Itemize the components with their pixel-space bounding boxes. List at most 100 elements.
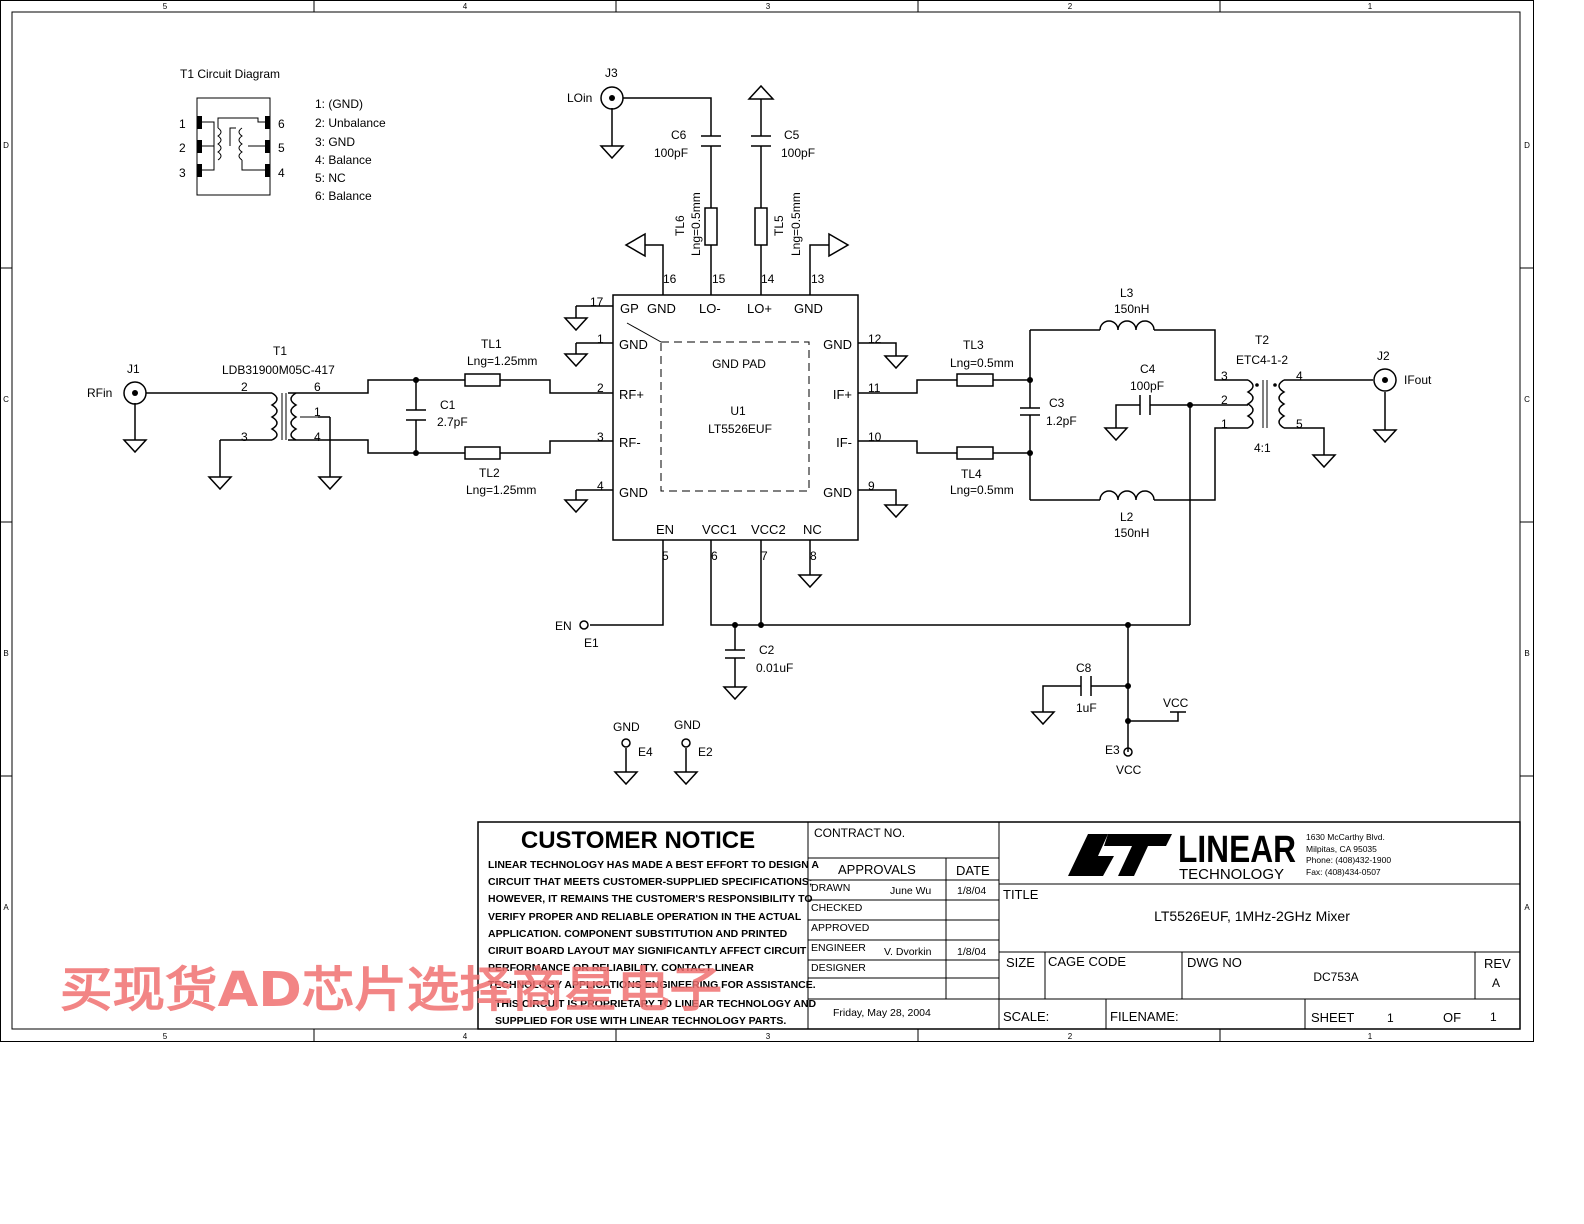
c6-value: 100pF (654, 146, 688, 160)
e3-label: VCC (1116, 763, 1142, 777)
approval-role: DRAWN (811, 882, 850, 894)
u1-pin-name: GND (647, 301, 676, 316)
l3-ref: L3 (1120, 286, 1134, 300)
approval-date: 1/8/04 (957, 946, 986, 958)
tl1-value: Lng=1.25mm (467, 354, 537, 368)
u1-gnd-pad: GND PAD (712, 357, 766, 371)
tl4-value: Lng=0.5mm (950, 483, 1014, 497)
u1-pin-number: 13 (811, 272, 825, 286)
dwg-no-label: DWG NO (1187, 955, 1242, 970)
ground-icon (317, 476, 343, 491)
t1-pin: 1 (314, 405, 321, 419)
u1-pin-number: 15 (712, 272, 726, 286)
border-col-label: 1 (1368, 2, 1373, 11)
of-label: OF (1443, 1010, 1461, 1025)
t2-pin: 3 (1221, 369, 1228, 383)
tl2-ref: TL2 (479, 466, 500, 480)
address-line: Phone: (408)432-1900 (1306, 855, 1391, 865)
filename-label: FILENAME: (1110, 1009, 1179, 1024)
u1-pin-name: NC (803, 522, 822, 537)
connector-j3: J3 LOin (567, 66, 624, 110)
ground-icon (883, 355, 909, 370)
tl5-body (754, 207, 768, 246)
j2-label: IFout (1404, 373, 1432, 387)
tl2-value: Lng=1.25mm (466, 483, 536, 497)
c1-body (406, 409, 426, 421)
c3-body (1020, 407, 1040, 416)
approval-name: June Wu (890, 885, 931, 897)
t2-ratio: 4:1 (1254, 441, 1271, 455)
c3-ref: C3 (1049, 396, 1065, 410)
approval-role: APPROVED (811, 922, 870, 934)
approvals-label: APPROVALS (838, 862, 916, 877)
t2-part: ETC4-1-2 (1236, 353, 1288, 367)
t1-pin: 3 (241, 430, 248, 444)
cage-code-label: CAGE CODE (1048, 954, 1126, 969)
t2-pin: 5 (1296, 417, 1303, 431)
customer-notice-title: CUSTOMER NOTICE (521, 827, 755, 854)
ground-icon (722, 686, 748, 701)
u1-pin-number: 6 (711, 549, 718, 563)
port-arrow-icon (747, 84, 775, 100)
u1-pin-name: EN (656, 522, 674, 537)
linear-technology-logo: LINEAR TECHNOLOGY 1630 McCarthy Blvd. Mi… (1068, 829, 1391, 883)
ground-icon (883, 504, 909, 519)
u1-pin-number: 5 (662, 549, 669, 563)
ground-icon (599, 145, 625, 160)
ground-icon (207, 476, 233, 491)
terminals: EN E1 GND E4 GND E2 E3 VCC VCC (555, 619, 1189, 777)
approval-role: DESIGNER (811, 962, 866, 974)
tl4-body (956, 446, 994, 460)
l3-body (1099, 320, 1155, 331)
t1-legend-line: 5: NC (315, 171, 346, 185)
tl3-value: Lng=0.5mm (950, 356, 1014, 370)
u1-pin-number: 12 (868, 332, 882, 346)
port-arrow-icon (828, 232, 850, 258)
ground-icon (797, 574, 823, 589)
notice-line: CIRUIT BOARD LAYOUT MAY SIGNIFICANTLY AF… (488, 945, 807, 957)
notice-line: HOWEVER, IT REMAINS THE CUSTOMER'S RESPO… (488, 893, 813, 905)
ground-icon (563, 499, 589, 514)
ground-icon (1311, 454, 1337, 469)
border-col-label: 5 (163, 1032, 168, 1041)
u1-pin-number: 2 (597, 381, 604, 395)
e2-ref: E2 (698, 745, 713, 759)
u1-pin-number: 8 (810, 549, 817, 563)
approval-date: 1/8/04 (957, 885, 986, 897)
border-col-label: 2 (1068, 2, 1073, 11)
t1-circuit-diagram: T1 Circuit Diagram 1 2 3 6 5 4 1: (GND) … (179, 67, 386, 203)
border-row-label: D (3, 141, 9, 150)
border-row-label: C (3, 395, 9, 404)
border-row-label: C (1524, 395, 1530, 404)
c2-ref: C2 (759, 643, 775, 657)
notice-line: LINEAR TECHNOLOGY HAS MADE A BEST EFFORT… (488, 859, 819, 871)
u1-pin-name: GND (823, 485, 852, 500)
l3-value: 150nH (1114, 302, 1149, 316)
t1-pin-label: 3 (179, 166, 186, 180)
terminal-icon (579, 620, 589, 630)
notice-line: APPLICATION. COMPONENT SUBSTITUTION AND … (488, 928, 788, 940)
tl3-ref: TL3 (963, 338, 984, 352)
c5-ref: C5 (784, 128, 800, 142)
rev-label: REV (1484, 956, 1511, 971)
t1-legend-line: 6: Balance (315, 189, 372, 203)
u1-pin-name: IF- (836, 435, 852, 450)
c5-value: 100pF (781, 146, 815, 160)
ground-icon (563, 353, 589, 368)
t1-legend-line: 2: Unbalance (315, 116, 386, 130)
ground-symbols (122, 145, 1398, 786)
c4-value: 100pF (1130, 379, 1164, 393)
u1-pin-name: GP (620, 301, 639, 316)
border-col-label: 1 (1368, 1032, 1373, 1041)
tl6-value: Lng=0.5mm (689, 192, 703, 256)
contract-label: CONTRACT NO. (814, 826, 905, 840)
border-col-label: 4 (463, 1032, 468, 1041)
u1-pin-name: LO+ (747, 301, 772, 316)
approval-role: ENGINEER (811, 942, 866, 954)
u1-pin-name: VCC2 (751, 522, 786, 537)
junction-dots (413, 377, 1193, 724)
notice-footer-line: THIS CIRCUIT IS PROPRIETARY TO LINEAR TE… (495, 998, 816, 1010)
t1-pin: 6 (314, 380, 321, 394)
t2-pin: 1 (1221, 417, 1228, 431)
